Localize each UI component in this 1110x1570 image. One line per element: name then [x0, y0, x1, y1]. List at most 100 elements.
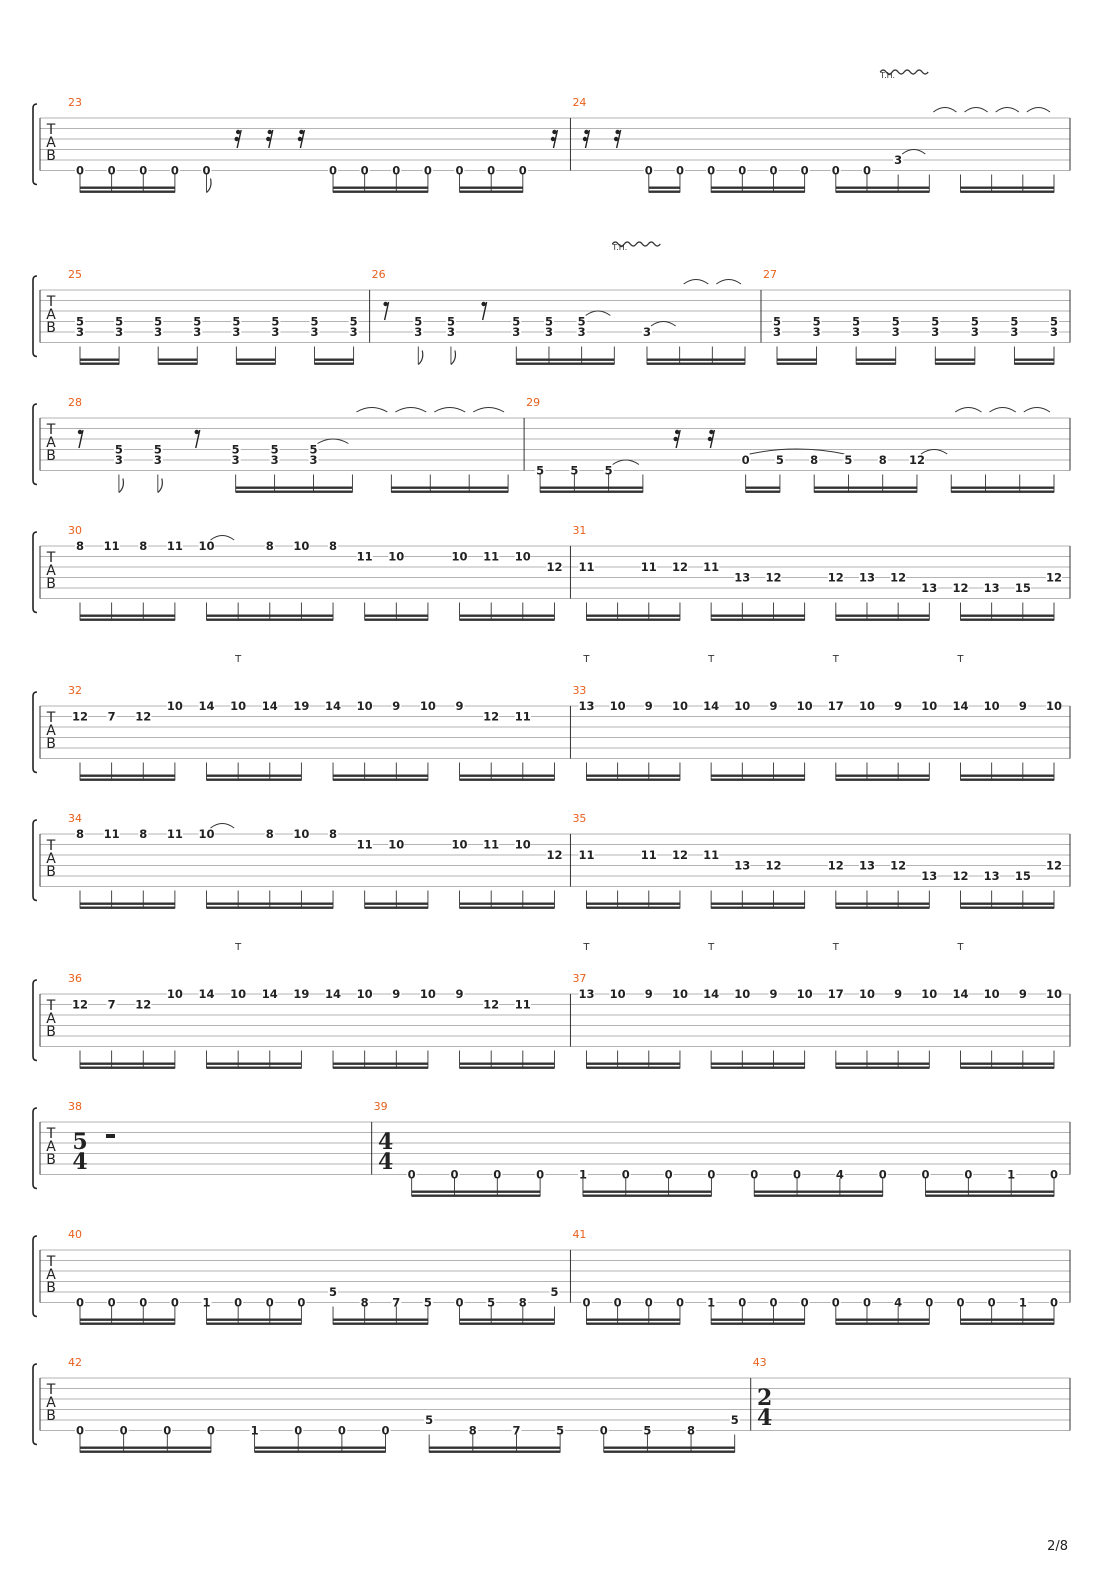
fret-backdrop — [106, 998, 117, 1011]
fret-number: 17 — [828, 987, 844, 1001]
fret-backdrop — [1049, 1296, 1059, 1309]
fret-number: 10 — [357, 699, 373, 713]
fret-number: 0 — [801, 164, 809, 178]
beam — [586, 902, 680, 905]
beam — [80, 186, 175, 189]
fret-number: 1 — [1019, 1296, 1027, 1310]
fret-number: 0 — [1050, 1296, 1058, 1310]
fret-backdrop — [890, 326, 901, 338]
fret-number: 3 — [311, 325, 319, 339]
beam — [333, 1062, 428, 1065]
fret-backdrop — [391, 164, 402, 177]
tab-clef-letter: B — [46, 576, 56, 592]
sixteenth-rest — [234, 129, 242, 149]
tab-clef-letter: A — [46, 1011, 56, 1027]
beam — [814, 486, 917, 489]
fret-number: 5 — [310, 443, 318, 457]
system-bracket — [32, 691, 38, 774]
fret-number: 5 — [570, 464, 578, 478]
fret-number: 5 — [425, 1413, 433, 1427]
fret-number: 10 — [420, 987, 436, 1001]
beam — [459, 186, 523, 189]
fret-backdrop — [1049, 1168, 1059, 1181]
fret-backdrop — [578, 700, 595, 712]
beam — [711, 1066, 805, 1069]
beam — [586, 778, 680, 781]
beam — [960, 1318, 1054, 1321]
fret-backdrop — [511, 1424, 522, 1437]
fret-number: 5 — [550, 1285, 558, 1299]
tab-clef-letter: T — [46, 710, 56, 726]
fret-backdrop — [578, 988, 595, 1000]
fret-number: 8 — [879, 453, 887, 467]
fret-backdrop — [643, 988, 654, 1000]
fret-backdrop — [230, 988, 247, 1000]
fret-backdrop — [765, 571, 782, 584]
beam — [777, 362, 817, 365]
tab-clef-letter: B — [46, 1280, 56, 1296]
fret-number: 11 — [515, 998, 531, 1012]
fret-backdrop — [264, 828, 275, 840]
fret-backdrop — [230, 454, 241, 466]
fret-number: 5 — [512, 315, 520, 329]
fret-number: 0 — [801, 1296, 809, 1310]
beam — [80, 358, 120, 361]
sixteenth-rest — [673, 429, 681, 449]
fret-backdrop — [543, 326, 554, 338]
beam — [711, 618, 805, 621]
fret-number: 5 — [773, 315, 781, 329]
beam — [80, 614, 175, 617]
fret-backdrop — [449, 1168, 460, 1181]
fret-backdrop — [514, 838, 531, 851]
beam — [960, 1062, 1054, 1065]
fret-number: 3 — [578, 325, 586, 339]
beam — [314, 362, 354, 365]
fret-backdrop — [166, 828, 183, 840]
fret-number: 8 — [329, 827, 337, 841]
fret-number: 9 — [645, 699, 653, 713]
fret-number: 5 — [414, 315, 422, 329]
fret-number: 3 — [232, 325, 240, 339]
beam — [711, 614, 805, 617]
tie-arc — [210, 535, 235, 541]
fret-number: 5 — [232, 315, 240, 329]
fret-backdrop — [772, 315, 782, 328]
fret-backdrop — [729, 1414, 740, 1426]
fret-backdrop — [413, 326, 424, 338]
fret-number: 0 — [450, 1168, 458, 1182]
fret-number: 0 — [956, 1296, 964, 1310]
tap-marker: T — [956, 654, 964, 665]
fret-number: 1 — [707, 1296, 715, 1310]
fret-backdrop — [768, 1296, 779, 1309]
fret-number: 5 — [844, 453, 852, 467]
tab-clef-letter: B — [46, 1024, 56, 1040]
measure-number: 35 — [572, 812, 586, 825]
beam — [364, 614, 428, 617]
beam — [411, 1194, 541, 1197]
fret-number: 0 — [120, 1424, 128, 1438]
fret-backdrop — [152, 443, 163, 456]
sixteenth-rest — [550, 129, 559, 149]
fret-backdrop — [138, 828, 149, 840]
fret-number: 13 — [734, 571, 750, 585]
fret-backdrop — [620, 1168, 631, 1181]
measure-number: 33 — [572, 684, 586, 697]
fret-backdrop — [296, 1296, 307, 1309]
fret-backdrop — [166, 700, 183, 712]
beam — [754, 1190, 883, 1193]
fret-backdrop — [796, 700, 813, 712]
fret-number: 3 — [232, 453, 240, 467]
beam — [835, 614, 930, 617]
fret-number: 14 — [325, 987, 341, 1001]
fret-backdrop — [75, 540, 85, 552]
fret-number: 0 — [163, 1424, 171, 1438]
fret-backdrop — [893, 700, 904, 712]
beam — [711, 774, 805, 777]
fret-number: 10 — [610, 987, 626, 1001]
fret-number: 5 — [447, 315, 455, 329]
fret-number: 12 — [672, 848, 688, 862]
fret-number: 12 — [546, 560, 562, 574]
fret-number: 10 — [984, 699, 1000, 713]
sixteenth-rest — [707, 429, 716, 449]
fret-backdrop — [983, 582, 1000, 594]
